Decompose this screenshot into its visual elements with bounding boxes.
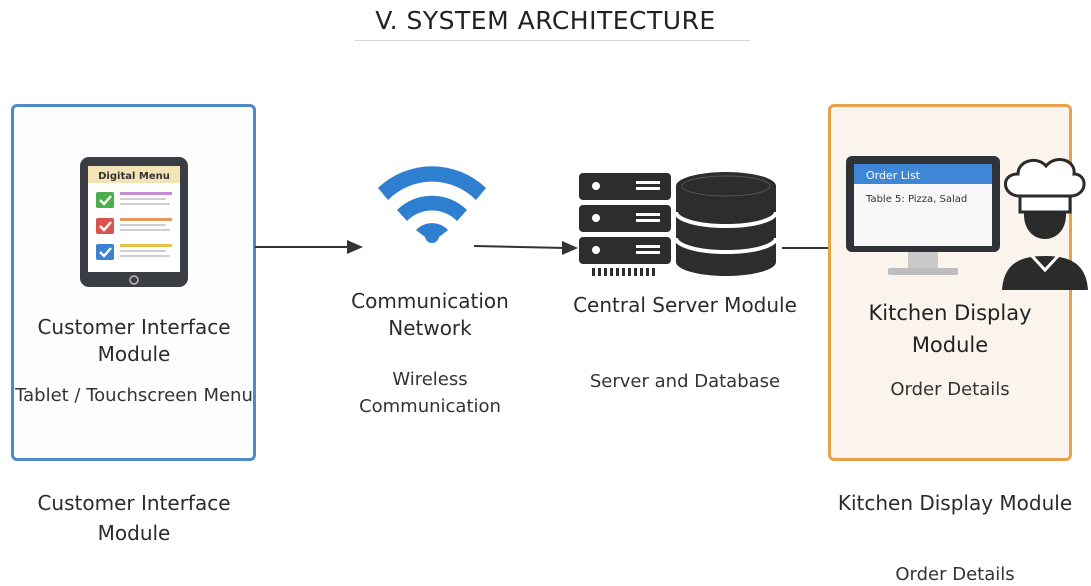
chef-icon xyxy=(1002,158,1088,290)
arrow-network-to-server xyxy=(474,241,578,255)
network-subtitle: Wireless Communication xyxy=(359,369,501,417)
kitchen-display-title: Kitchen Display Module xyxy=(868,301,1032,357)
kitchen-monitor-icon: Order List Table 5: Pizza, Salad xyxy=(846,156,1088,290)
server-title: Central Server Module xyxy=(573,293,797,317)
server-rack-icon xyxy=(579,173,671,276)
monitor-order-text: Table 5: Pizza, Salad xyxy=(865,194,967,205)
tablet-header-text: Digital Menu xyxy=(98,171,170,182)
customer-interface-caption: Customer Interface Module xyxy=(37,491,231,545)
kitchen-display-caption: Kitchen Display Module xyxy=(837,491,1073,515)
server-subtitle: Server and Database xyxy=(589,371,781,392)
network-title: Communication Network xyxy=(351,289,509,340)
kitchen-display-subtitle: Order Details xyxy=(890,379,1010,400)
kitchen-display-caption-subtitle: Order Details xyxy=(895,564,1015,585)
page-title: V. SYSTEM ARCHITECTURE xyxy=(375,6,716,35)
customer-interface-title: Customer Interface Module xyxy=(37,315,231,366)
title-divider xyxy=(355,40,750,41)
monitor-header-text: Order List xyxy=(866,169,921,182)
server-database-icon xyxy=(579,172,778,276)
customer-interface-subtitle: Tablet / Touchscreen Menu xyxy=(15,385,253,406)
tablet-icon: Digital Menu xyxy=(80,157,188,287)
arrow-customer-to-network xyxy=(255,240,363,254)
database-icon xyxy=(674,172,778,276)
wifi-icon xyxy=(378,166,486,243)
